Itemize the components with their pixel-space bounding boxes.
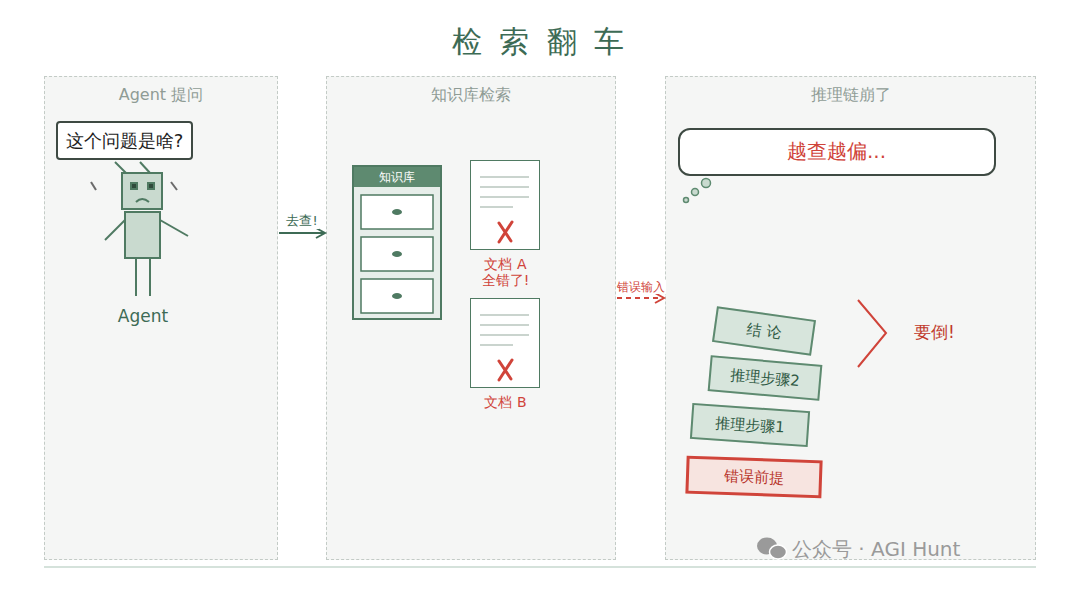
document-glyph bbox=[471, 161, 538, 248]
edge-label: 去查! bbox=[285, 213, 318, 229]
stack-block: 结 论 bbox=[711, 306, 815, 356]
speech-bubble: 这个问题是啥? bbox=[56, 121, 194, 161]
flow-arrow bbox=[279, 232, 325, 234]
panel-heading: Agent 提问 bbox=[45, 85, 277, 104]
stage-panel: 知识库检索知识库文档 A全错了!文档 B bbox=[326, 76, 616, 560]
speech-bubble-text: 这个问题是啥? bbox=[66, 130, 184, 152]
thought-bubble: 越查越偏... bbox=[678, 128, 996, 176]
document-caption: 文档 A bbox=[441, 256, 571, 273]
watermark: 公众号 · AGI Hunt bbox=[792, 537, 960, 561]
baseline-rule bbox=[44, 566, 1036, 568]
stack-block: 推理步骤1 bbox=[689, 402, 809, 446]
stack-block-text: 错误前提 bbox=[702, 466, 805, 488]
cross-mark bbox=[499, 222, 512, 242]
stack-block-text: 推理步骤2 bbox=[724, 365, 805, 390]
cross-mark bbox=[499, 360, 512, 380]
document-caption: 文档 B bbox=[441, 394, 571, 411]
document-card: 文档 B bbox=[470, 298, 540, 388]
flow-arrow bbox=[617, 297, 664, 299]
stack-block: 推理步骤2 bbox=[707, 355, 822, 401]
panel-heading: 推理链崩了 bbox=[666, 85, 1035, 104]
diagram-title: 检 索 翻 车 bbox=[452, 24, 629, 60]
document-glyph bbox=[471, 299, 538, 386]
agent-label: Agent bbox=[118, 306, 168, 326]
stage-panel: 推理链崩了越查越偏... 结 论推理步骤2 推理步骤1 错误前提 bbox=[665, 76, 1036, 560]
warning-label: 要倒! bbox=[914, 322, 955, 342]
document-card: 文档 A全错了! bbox=[470, 160, 540, 250]
knowledge-cabinet: 知识库 bbox=[352, 165, 442, 320]
panel-heading: 知识库检索 bbox=[327, 85, 615, 104]
edge-label: 错误输入 bbox=[616, 280, 666, 294]
stack-block-text: 结 论 bbox=[729, 317, 799, 344]
drawer-glyph bbox=[354, 189, 440, 318]
stack-block: 错误前提 bbox=[685, 455, 822, 498]
document-caption: 全错了! bbox=[441, 272, 571, 289]
cabinet-heading: 知识库 bbox=[354, 167, 440, 187]
stack-block-text: 推理步骤1 bbox=[706, 413, 793, 437]
thought-bubble-text: 越查越偏... bbox=[787, 138, 886, 165]
